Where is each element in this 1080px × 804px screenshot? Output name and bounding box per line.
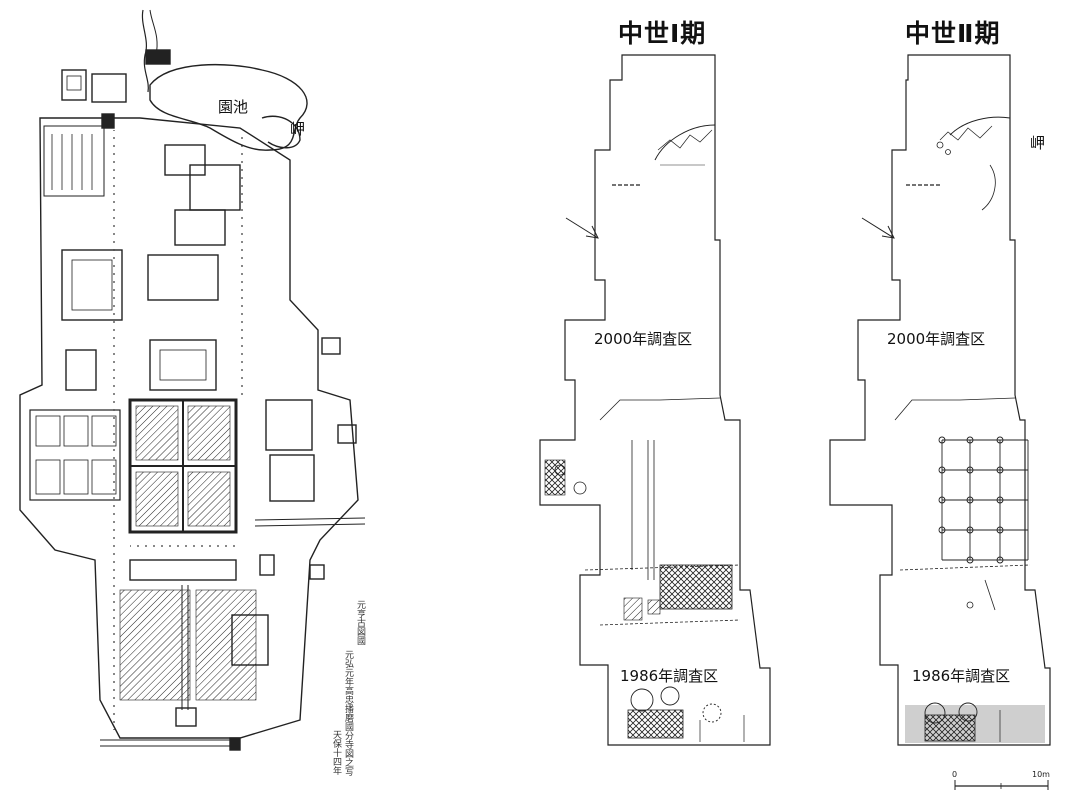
panel-2-cape-label: 岬 — [1030, 134, 1046, 152]
left-map-note-2: 元弘元年高忠播磨國分寺図之写 — [343, 650, 353, 776]
scale-bar — [954, 780, 1049, 790]
pillar-grid — [938, 436, 1029, 564]
panel-2-title: 中世Ⅱ期 — [905, 19, 1001, 48]
panel-1-title: 中世Ⅰ期 — [618, 19, 707, 48]
cape-outline — [261, 115, 301, 149]
panel-2-area-2000: 2000年調査区 — [887, 330, 986, 348]
left-map-note-3: 天保十四年 — [331, 730, 341, 775]
pond-label: 園池 — [218, 98, 249, 116]
scale-start-label: 0 — [952, 770, 958, 779]
left-map-note-1: 元亨古図國 — [355, 600, 365, 645]
panel-2-area-1986: 1986年調査区 — [912, 667, 1011, 685]
left-ancient-map — [19, 9, 366, 751]
precinct-boundary — [19, 117, 359, 739]
panel-1-area-1986: 1986年調査区 — [620, 667, 719, 685]
panel-1-plan — [539, 54, 771, 746]
panel-2-plan — [829, 54, 1051, 746]
panel-1-outline — [539, 54, 771, 746]
scale-end-label: 10m — [1032, 770, 1050, 779]
left-cape-label: 岬 — [290, 120, 306, 138]
panel-2-outline — [829, 54, 1051, 746]
panel-1-area-2000: 2000年調査区 — [594, 330, 693, 348]
